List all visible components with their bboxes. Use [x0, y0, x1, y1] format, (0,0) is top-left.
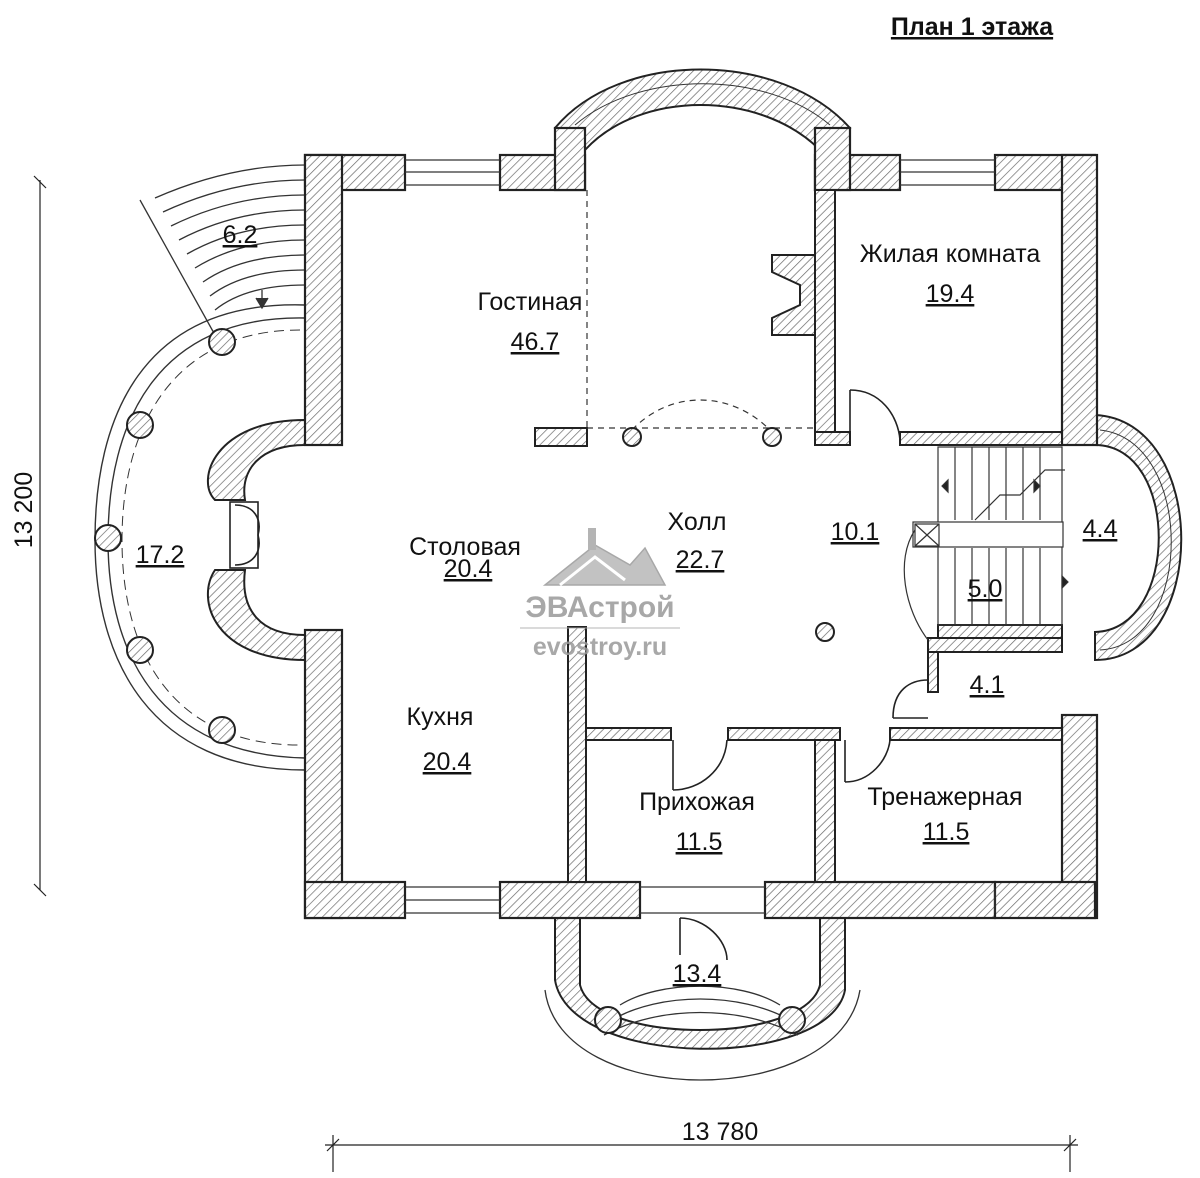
terrace-columns [94, 328, 236, 744]
exterior-walls [303, 126, 1099, 920]
interior-walls [534, 189, 1063, 883]
living-openings [586, 190, 815, 431]
room-living-area: 46.7 [511, 328, 560, 356]
room-bedroom-area: 19.4 [926, 280, 975, 308]
windows [405, 159, 996, 914]
watermark-brand: ЭВАстрой [525, 591, 674, 624]
porch-area: 13.4 [673, 960, 722, 988]
height-dimension-label: 13 200 [10, 472, 38, 548]
room-hall-name: Холл [668, 508, 727, 536]
terrace-stairs [139, 158, 306, 336]
left-bay [206, 418, 306, 662]
room-entry-area: 11.5 [676, 828, 723, 856]
stair-area: 5.0 [968, 575, 1003, 603]
room-kitchen-area: 20.4 [423, 748, 472, 776]
room-gym-area: 11.5 [923, 818, 970, 846]
room-kitchen-name: Кухня [407, 703, 474, 731]
porch [544, 914, 861, 1081]
staircase [903, 446, 1069, 641]
plan-title: План 1 этажа [891, 13, 1054, 41]
room-entry-name: Прихожая [639, 788, 755, 816]
bay-area: 4.4 [1083, 515, 1118, 543]
right-bay [1094, 413, 1183, 662]
round-terrace [94, 304, 306, 771]
room-living-name: Гостиная [478, 288, 583, 316]
hall-columns [622, 427, 835, 642]
room-dining-area: 20.4 [444, 555, 493, 583]
closet-area: 4.1 [970, 671, 1005, 699]
width-dimension-label: 13 780 [682, 1118, 758, 1146]
room-bedroom-name: Жилая комната [860, 240, 1041, 268]
top-bay [553, 68, 852, 152]
height-dimension [33, 175, 47, 897]
watermark-site: evostroy.ru [533, 633, 667, 661]
terrace-stairs-area: 6.2 [223, 221, 258, 249]
room-dining-name: Столовая [409, 533, 521, 561]
room-labels: Гостиная 46.7 Жилая комната 19.4 Столова… [407, 240, 1041, 856]
porch-columns [594, 1006, 806, 1034]
width-dimension [325, 1135, 1078, 1172]
room-gym-name: Тренажерная [867, 783, 1022, 811]
room-hall-area: 22.7 [676, 546, 725, 574]
round-terrace-area: 17.2 [136, 541, 185, 569]
doors [229, 389, 929, 961]
watermark: ЭВАстрой evostroy.ru [520, 528, 680, 661]
stair-hall-area: 10.1 [831, 518, 880, 546]
